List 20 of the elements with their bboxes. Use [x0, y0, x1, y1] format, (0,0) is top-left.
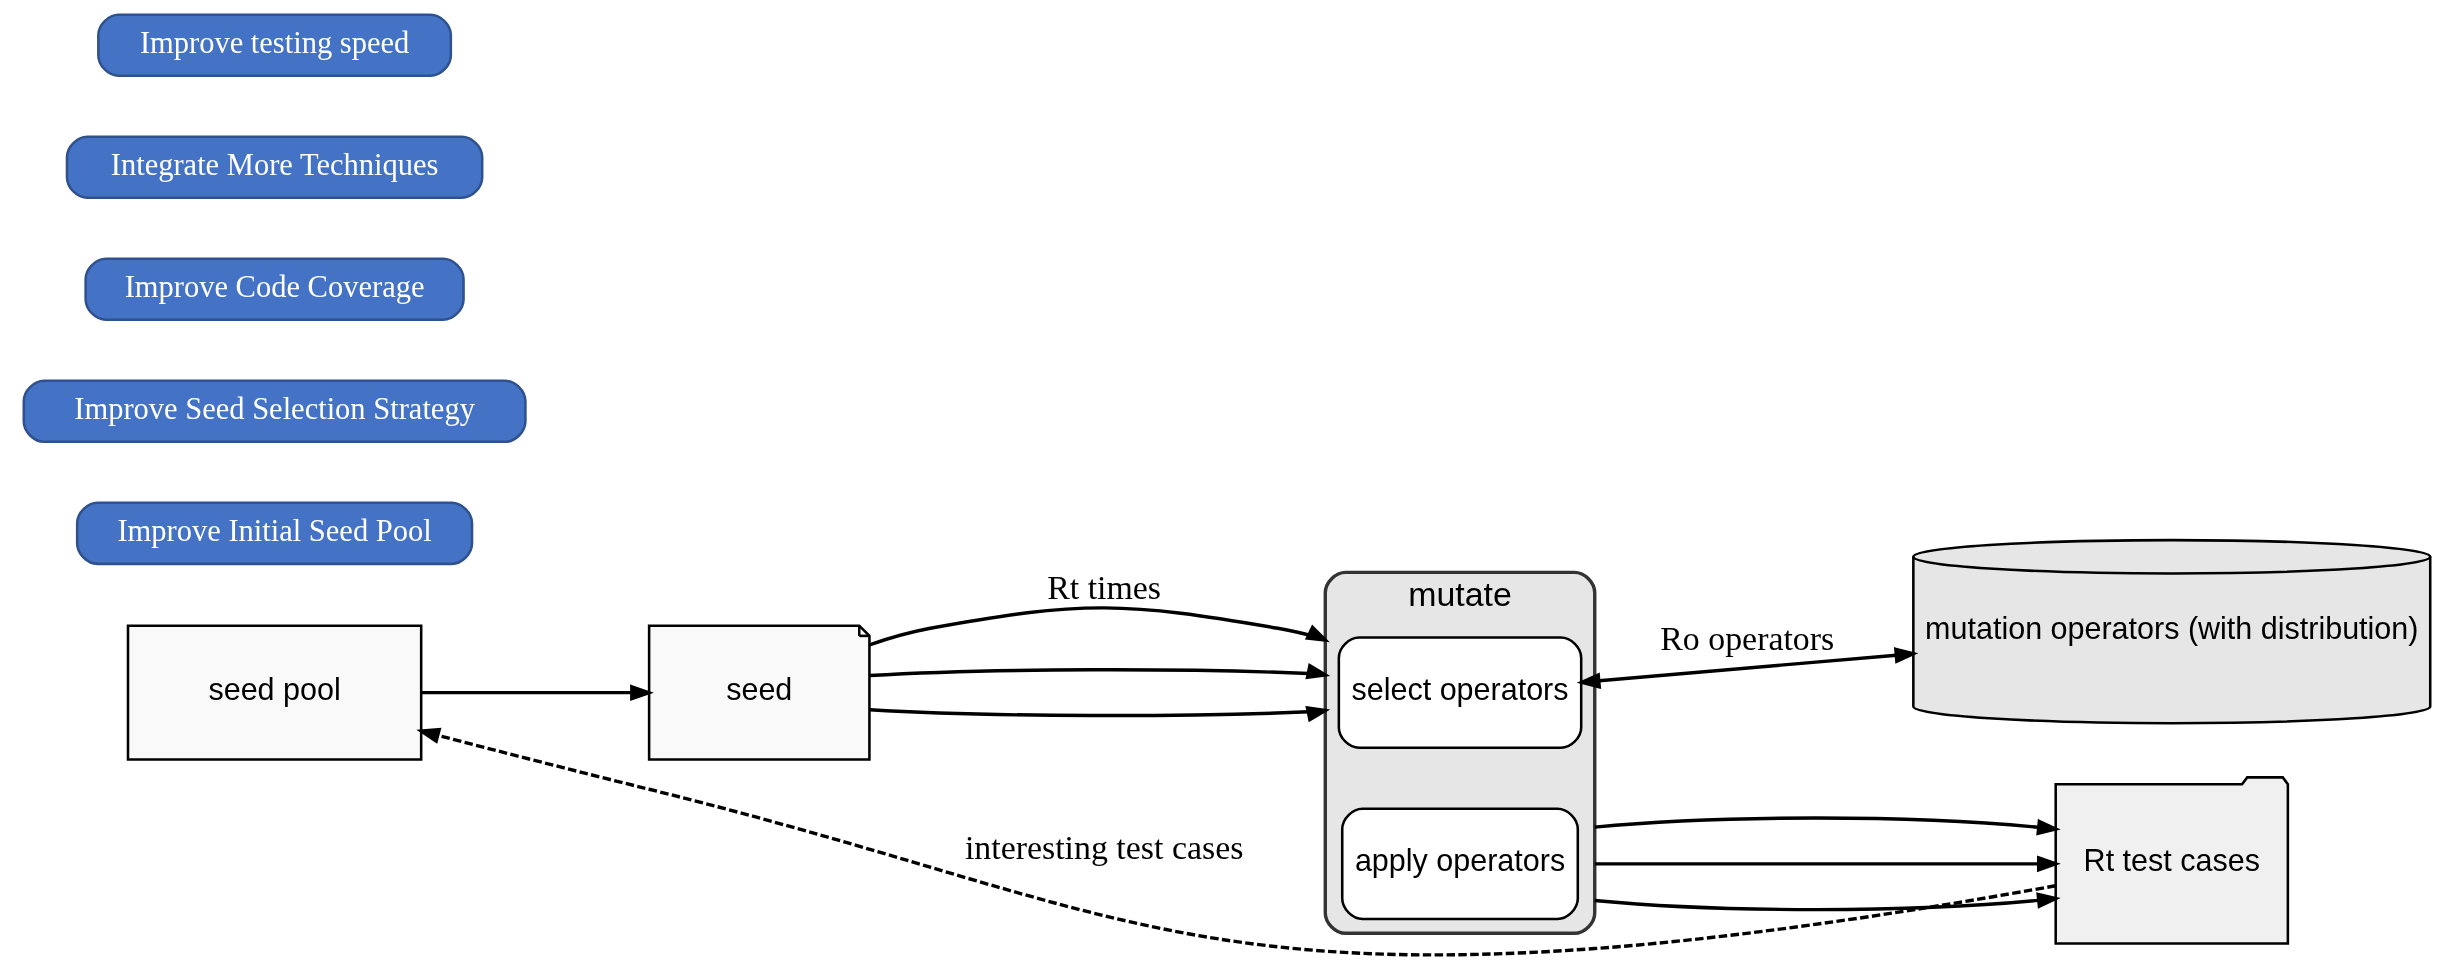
node-box: Improve Code Coverage: [83, 257, 465, 322]
arrow: [1594, 855, 2061, 873]
arrow: [1594, 816, 2061, 836]
node-box: Improve testing speed: [96, 13, 452, 78]
node-box: apply operators: [1340, 807, 1579, 921]
edge-label: Rt times: [1046, 569, 1161, 607]
arrow: [1594, 892, 2061, 912]
arrow: [869, 663, 1330, 680]
node-box: Improve Seed Selection Strategy: [22, 379, 527, 444]
arrow: [1576, 647, 1918, 689]
arrow: [868, 606, 1330, 647]
arrow: [869, 706, 1330, 723]
edge-label: interesting test cases: [964, 828, 1243, 866]
arrow: [415, 727, 2056, 957]
node-box: Integrate More Techniques: [65, 135, 483, 200]
arrow: [420, 684, 654, 701]
edge-label: Ro operators: [1659, 620, 1834, 658]
node-box: select operators: [1337, 636, 1582, 749]
node-box: seed pool: [126, 624, 422, 761]
node-box: Improve Initial Seed Pool: [75, 501, 473, 566]
